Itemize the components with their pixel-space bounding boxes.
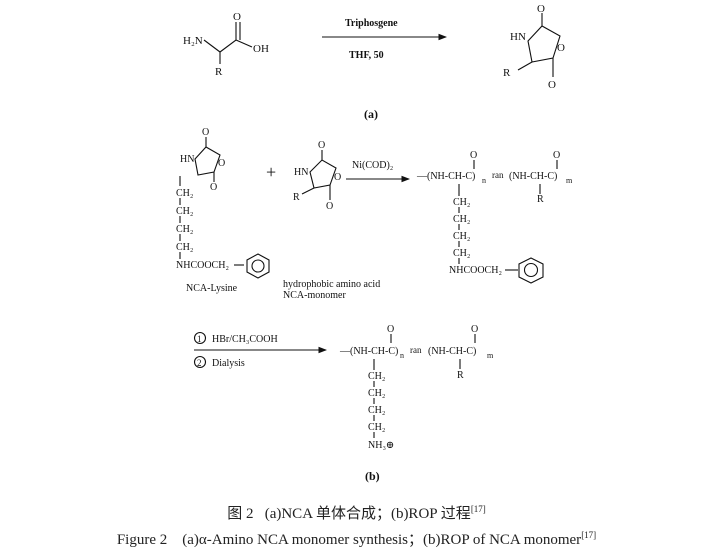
poly1-ch2-2: CH₂ — [453, 214, 470, 225]
catalyst-label: Ni(COD)₂ — [352, 160, 393, 171]
poly1-ran: ran — [492, 170, 504, 180]
scheme-a: H₂N O OH R Triphosgene THF, 50 O O O HN — [183, 3, 565, 121]
scheme-b: O O O HN CH₂ CH₂ CH₂ CH₂ NHCOOCH₂ NCA-Ly… — [176, 127, 573, 483]
poly2-ran: ran — [410, 345, 422, 355]
poly1-first-unit: —(NH-CH-C) — [416, 171, 475, 182]
caption-en-text: (a)α-Amino NCA monomer synthesis；(b)ROP … — [182, 532, 582, 548]
step2-label: Dialysis — [212, 358, 245, 369]
hydroxyl-label: OH — [253, 43, 269, 55]
reaction-scheme: H₂N O OH R Triphosgene THF, 50 O O O HN — [176, 3, 573, 483]
lys-ch2-3: CH₂ — [176, 224, 193, 235]
plus-sign: + — [266, 162, 276, 182]
nca-product-structure: O O O HN R — [503, 3, 565, 91]
mono-o-ring: O — [334, 172, 341, 183]
nca-o-ring: O — [557, 42, 565, 54]
poly2-first-unit: —(NH-CH-C) — [339, 346, 398, 357]
poly2-n-subscript: n — [400, 351, 404, 360]
poly2-amine-label: NH₃⊕ — [368, 440, 394, 451]
nca-monomer-structure: O O O HN R hydrophobic amino acid NCA-mo… — [283, 140, 380, 301]
poly1-carbonyl-o2: O — [553, 150, 560, 161]
poly1-carbonyl-o: O — [470, 150, 477, 161]
lys-cbz-label: NHCOOCH₂ — [176, 260, 229, 271]
poly1-n-subscript: n — [482, 176, 486, 185]
mono-hn: HN — [294, 167, 308, 178]
poly1-ch2-4: CH₂ — [453, 248, 470, 259]
poly1-second-unit: (NH-CH-C) — [509, 171, 557, 182]
benzene-ring-icon — [246, 253, 270, 279]
nca-o-top: O — [537, 3, 545, 15]
poly2-ch2-4: CH₂ — [368, 422, 385, 433]
poly2-m-subscript: m — [487, 351, 494, 360]
poly1-r: R — [537, 194, 544, 205]
nca-lysine-structure: O O O HN CH₂ CH₂ CH₂ CH₂ NHCOOCH₂ NCA-Ly… — [176, 127, 270, 294]
nca-lysine-name: NCA-Lysine — [186, 283, 238, 294]
figure-caption-chinese: 图 2 (a)NCA 单体合成；(b)ROP 过程[17] — [0, 502, 713, 523]
mono-o-bottom: O — [326, 201, 333, 212]
amine-label: H₂N — [183, 35, 203, 47]
nca-r: R — [503, 67, 511, 79]
panel-label-a: (a) — [364, 107, 378, 121]
poly1-ch2-3: CH₂ — [453, 231, 470, 242]
reagent-label: Triphosgene — [345, 18, 398, 29]
panel-label-b: (b) — [365, 469, 380, 483]
benzene-ring-icon — [518, 257, 544, 284]
poly2-carbonyl-o: O — [387, 324, 394, 335]
lys-ch2-4: CH₂ — [176, 242, 193, 253]
lys-o-ring: O — [218, 158, 225, 169]
nca-hn: HN — [510, 31, 526, 43]
conditions-label: THF, 50 — [349, 50, 384, 61]
poly2-ch2-3: CH₂ — [368, 405, 385, 416]
lys-o-bottom: O — [210, 182, 217, 193]
reaction-arrow-b2: 1 HBr/CH₃COOH 2 Dialysis — [193, 331, 328, 369]
poly1-m-subscript: m — [566, 176, 573, 185]
poly2-ch2-2: CH₂ — [368, 388, 385, 399]
caption-en-prefix: Figure 2 — [116, 532, 168, 548]
poly1-ch2-1: CH₂ — [453, 197, 470, 208]
poly2-carbonyl-o2: O — [471, 324, 478, 335]
caption-cn-ref: [17] — [470, 504, 486, 514]
mono-r: R — [293, 192, 300, 203]
poly1-cbz-label: NHCOOCH₂ — [449, 265, 502, 276]
mono-o-top: O — [318, 140, 325, 151]
poly2-second-unit: (NH-CH-C) — [428, 346, 476, 357]
lys-o-top: O — [202, 127, 209, 138]
amino-acid-structure: H₂N O OH R — [183, 11, 269, 78]
caption-cn-prefix: 图 2 — [227, 506, 254, 522]
lys-hn: HN — [180, 154, 194, 165]
step2-number: 2 — [197, 358, 202, 368]
step1-label: HBr/CH₃COOH — [212, 334, 278, 345]
figure-caption-english: Figure 2 (a)α-Amino NCA monomer synthesi… — [0, 528, 713, 549]
nca-o-bottom: O — [548, 79, 556, 91]
poly2-ch2-1: CH₂ — [368, 371, 385, 382]
r-group-label: R — [215, 66, 223, 78]
carbonyl-o-label: O — [233, 11, 241, 23]
caption-en-ref: [17] — [581, 530, 597, 540]
lys-ch2-1: CH₂ — [176, 188, 193, 199]
monomer-name-1: hydrophobic amino acid — [283, 279, 380, 290]
reaction-arrow-a: Triphosgene THF, 50 — [322, 18, 448, 61]
step1-number: 1 — [197, 334, 202, 344]
poly2-r: R — [457, 370, 464, 381]
monomer-name-2: NCA-monomer — [283, 290, 346, 301]
caption-cn-text: (a)NCA 单体合成；(b)ROP 过程 — [264, 506, 471, 522]
reaction-arrow-b1: Ni(COD)₂ — [346, 160, 411, 183]
lys-ch2-2: CH₂ — [176, 206, 193, 217]
deprotected-copolymer-structure: —(NH-CH-C) O n ran (NH-CH-C) O m R CH₂ C… — [339, 324, 494, 451]
protected-copolymer-structure: —(NH-CH-C) O n ran (NH-CH-C) O m R CH₂ C… — [416, 150, 573, 284]
